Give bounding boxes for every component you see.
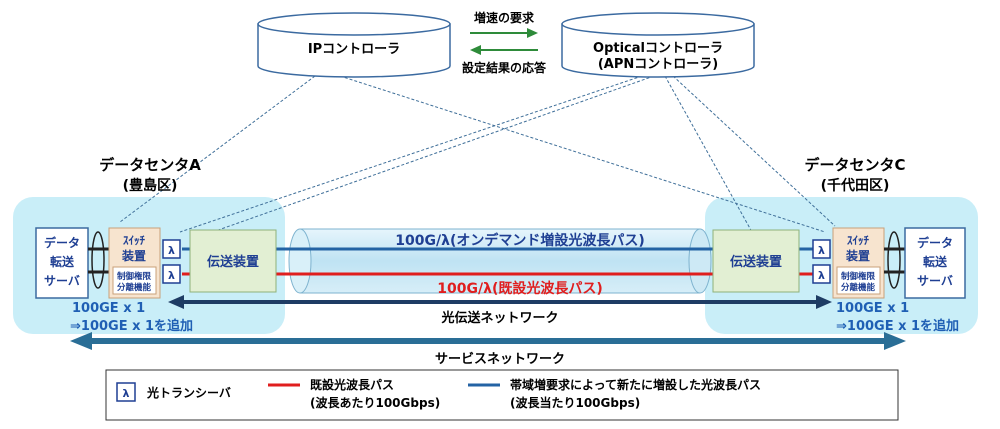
control-split-c-line1: 制御権限 (841, 271, 876, 282)
service-network-label: サービスネットワーク (435, 351, 565, 367)
datacenter-a-location: (豊島区) (123, 177, 178, 194)
transceiver-a-bottom: λ (162, 264, 181, 284)
transceiver-a-top: λ (162, 239, 181, 259)
lambda-icon: λ (168, 244, 175, 257)
switch-c-line2: 装置 (845, 248, 870, 263)
optical-controller-label: Opticalコントローラ (593, 41, 723, 56)
optical-controller: Opticalコントローラ (APNコントローラ) (561, 12, 755, 78)
server-a-line3: サーバ (44, 274, 80, 288)
datacenter-c-title: データセンタC (804, 156, 905, 174)
legend-added-label: 帯域増要求によって新たに増設した光波長パス (510, 377, 761, 392)
capacity-a-current: 100GE x 1 (72, 301, 145, 316)
service-network-arrow (70, 332, 906, 350)
legend-box (105, 369, 899, 421)
optical-fiber-tube (288, 228, 712, 294)
response-label: 設定結果の応答 (462, 60, 547, 75)
control-split-c (836, 266, 881, 295)
server-c-line3: サーバ (917, 274, 953, 288)
transmission-device-a-label: 伝送装置 (207, 254, 259, 270)
capacity-c-current: 100GE x 1 (836, 301, 909, 316)
transmission-device-c (712, 229, 800, 293)
ondemand-path-label: 100G/λ(オンデマンド増設光波長パス) (395, 232, 644, 249)
control-split-a-line1: 制御権限 (117, 271, 152, 282)
server-switch-link-a (88, 231, 109, 289)
server-c (904, 227, 966, 299)
optical-network-arrow (168, 295, 832, 309)
switch-c-line1: ｽｲｯﾁ (847, 234, 869, 247)
switch-a-line2: 装置 (121, 248, 146, 263)
legend-existing-sub: (波長あたり100Gbps) (310, 395, 440, 410)
legend: λ 光トランシーバ 既設光波長パス (波長あたり100Gbps) 帯域増要求によ… (105, 369, 899, 421)
lambda-icon: λ (818, 244, 825, 257)
lambda-icon: λ (123, 387, 130, 400)
server-c-line1: データ (917, 235, 953, 250)
legend-added-sub: (波長当たり100Gbps) (510, 395, 640, 410)
ip-controller: IPコントローラ (257, 12, 451, 78)
capacity-a-added: ⇒100GE x 1を追加 (70, 318, 193, 334)
server-a-line1: データ (44, 235, 80, 250)
control-split-a (112, 266, 157, 295)
response-arrow (470, 45, 538, 55)
transmission-device-c-label: 伝送装置 (730, 254, 782, 270)
lambda-icon: λ (818, 269, 825, 282)
control-split-c-line2: 分離機能 (841, 282, 876, 293)
control-links (119, 75, 836, 241)
transceiver-c-top: λ (812, 239, 831, 259)
datacenter-c-location: (千代田区) (821, 177, 890, 194)
transmission-device-a (189, 229, 277, 293)
request-arrow (470, 28, 538, 38)
switch-a-line1: ｽｲｯﾁ (123, 234, 145, 247)
legend-transceiver-symbol (116, 382, 136, 402)
server-switch-link-c (884, 231, 905, 289)
server-a (35, 227, 89, 299)
legend-transceiver-label: 光トランシーバ (146, 385, 231, 400)
control-split-a-line2: 分離機能 (117, 282, 152, 293)
optical-network-label: 光伝送ネットワーク (440, 310, 558, 326)
existing-path-label: 100G/λ(既設光波長パス) (437, 280, 602, 297)
legend-existing-label: 既設光波長パス (310, 377, 394, 392)
request-label: 増速の要求 (474, 10, 535, 25)
ip-controller-label: IPコントローラ (308, 42, 400, 57)
capacity-c-added: ⇒100GE x 1を追加 (836, 318, 959, 334)
apn-controller-label: (APNコントローラ) (598, 57, 718, 72)
server-c-line2: 転送 (923, 254, 948, 269)
server-a-line2: 転送 (50, 254, 75, 269)
transceiver-c-bottom: λ (812, 264, 831, 284)
lambda-icon: λ (168, 269, 175, 282)
datacenter-a-title: データセンタA (99, 156, 201, 174)
